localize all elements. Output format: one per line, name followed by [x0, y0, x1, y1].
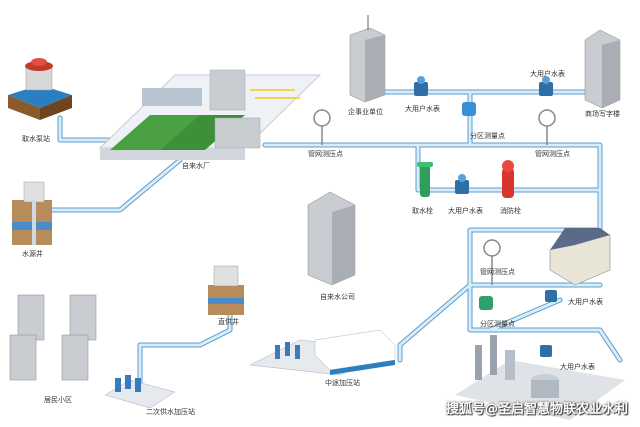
water-meter-icon [414, 76, 428, 96]
waterworks-plant [98, 69, 322, 160]
label-pressure-point-3: 管网测压点 [480, 268, 515, 276]
pressure-gauge-icon [538, 109, 556, 145]
secondary-booster-station [104, 375, 176, 409]
water-meter-icon [455, 174, 469, 194]
label-hydrant-intake: 取水栓 [412, 207, 433, 215]
industrial-plant [455, 335, 625, 420]
water-meter-icon [540, 345, 552, 357]
label-enterprise: 企事业单位 [348, 108, 383, 116]
label-direct-well: 直供井 [218, 318, 239, 326]
label-waterworks: 自来水厂 [182, 162, 210, 170]
label-pressure-point-2: 管网测压点 [535, 150, 570, 158]
villa-building [549, 227, 611, 286]
label-booster-relay: 中途加压站 [325, 379, 360, 387]
direct-supply-well [208, 265, 244, 315]
flow-sensor-icon [479, 296, 493, 310]
label-big-meter-2: 大用户水表 [530, 70, 565, 78]
water-meter-icon [539, 76, 553, 96]
watermark: 搜狐号@圣启智慧物联农业水利 [445, 402, 628, 417]
source-well [12, 181, 52, 245]
enterprise-building [349, 15, 386, 103]
label-commercial: 商场写字楼 [585, 110, 620, 118]
label-water-company: 自来水公司 [320, 293, 355, 301]
relay-booster-station [249, 329, 396, 376]
intake-hydrant-icon [417, 162, 433, 197]
label-pressure-point-1: 管网测压点 [308, 150, 343, 158]
label-big-meter-5: 大用户水表 [560, 363, 595, 371]
water-company-building [307, 191, 356, 286]
intake-pump-station [8, 58, 72, 120]
fire-hydrant-icon [502, 160, 514, 198]
label-big-meter-3: 大用户水表 [448, 207, 483, 215]
flow-sensor-icon [462, 102, 476, 116]
label-residential: 居民小区 [44, 396, 72, 404]
commercial-tower [584, 29, 621, 109]
pressure-gauge-icon [483, 239, 501, 285]
label-intake-station: 取水泵站 [22, 135, 50, 143]
label-district-point-2: 分区测量点 [480, 320, 515, 328]
label-booster-secondary: 二次供水加压站 [146, 408, 195, 416]
label-source-well: 水源井 [22, 250, 43, 258]
label-fire-hydrant: 消防栓 [500, 207, 521, 215]
residential-buildings [9, 294, 97, 381]
label-big-meter-4: 大用户水表 [568, 298, 603, 306]
water-meter-icon [545, 290, 557, 302]
label-big-meter-1: 大用户水表 [405, 105, 440, 113]
label-district-point-1: 分区测量点 [470, 132, 505, 140]
pressure-gauge-icon [313, 109, 331, 145]
